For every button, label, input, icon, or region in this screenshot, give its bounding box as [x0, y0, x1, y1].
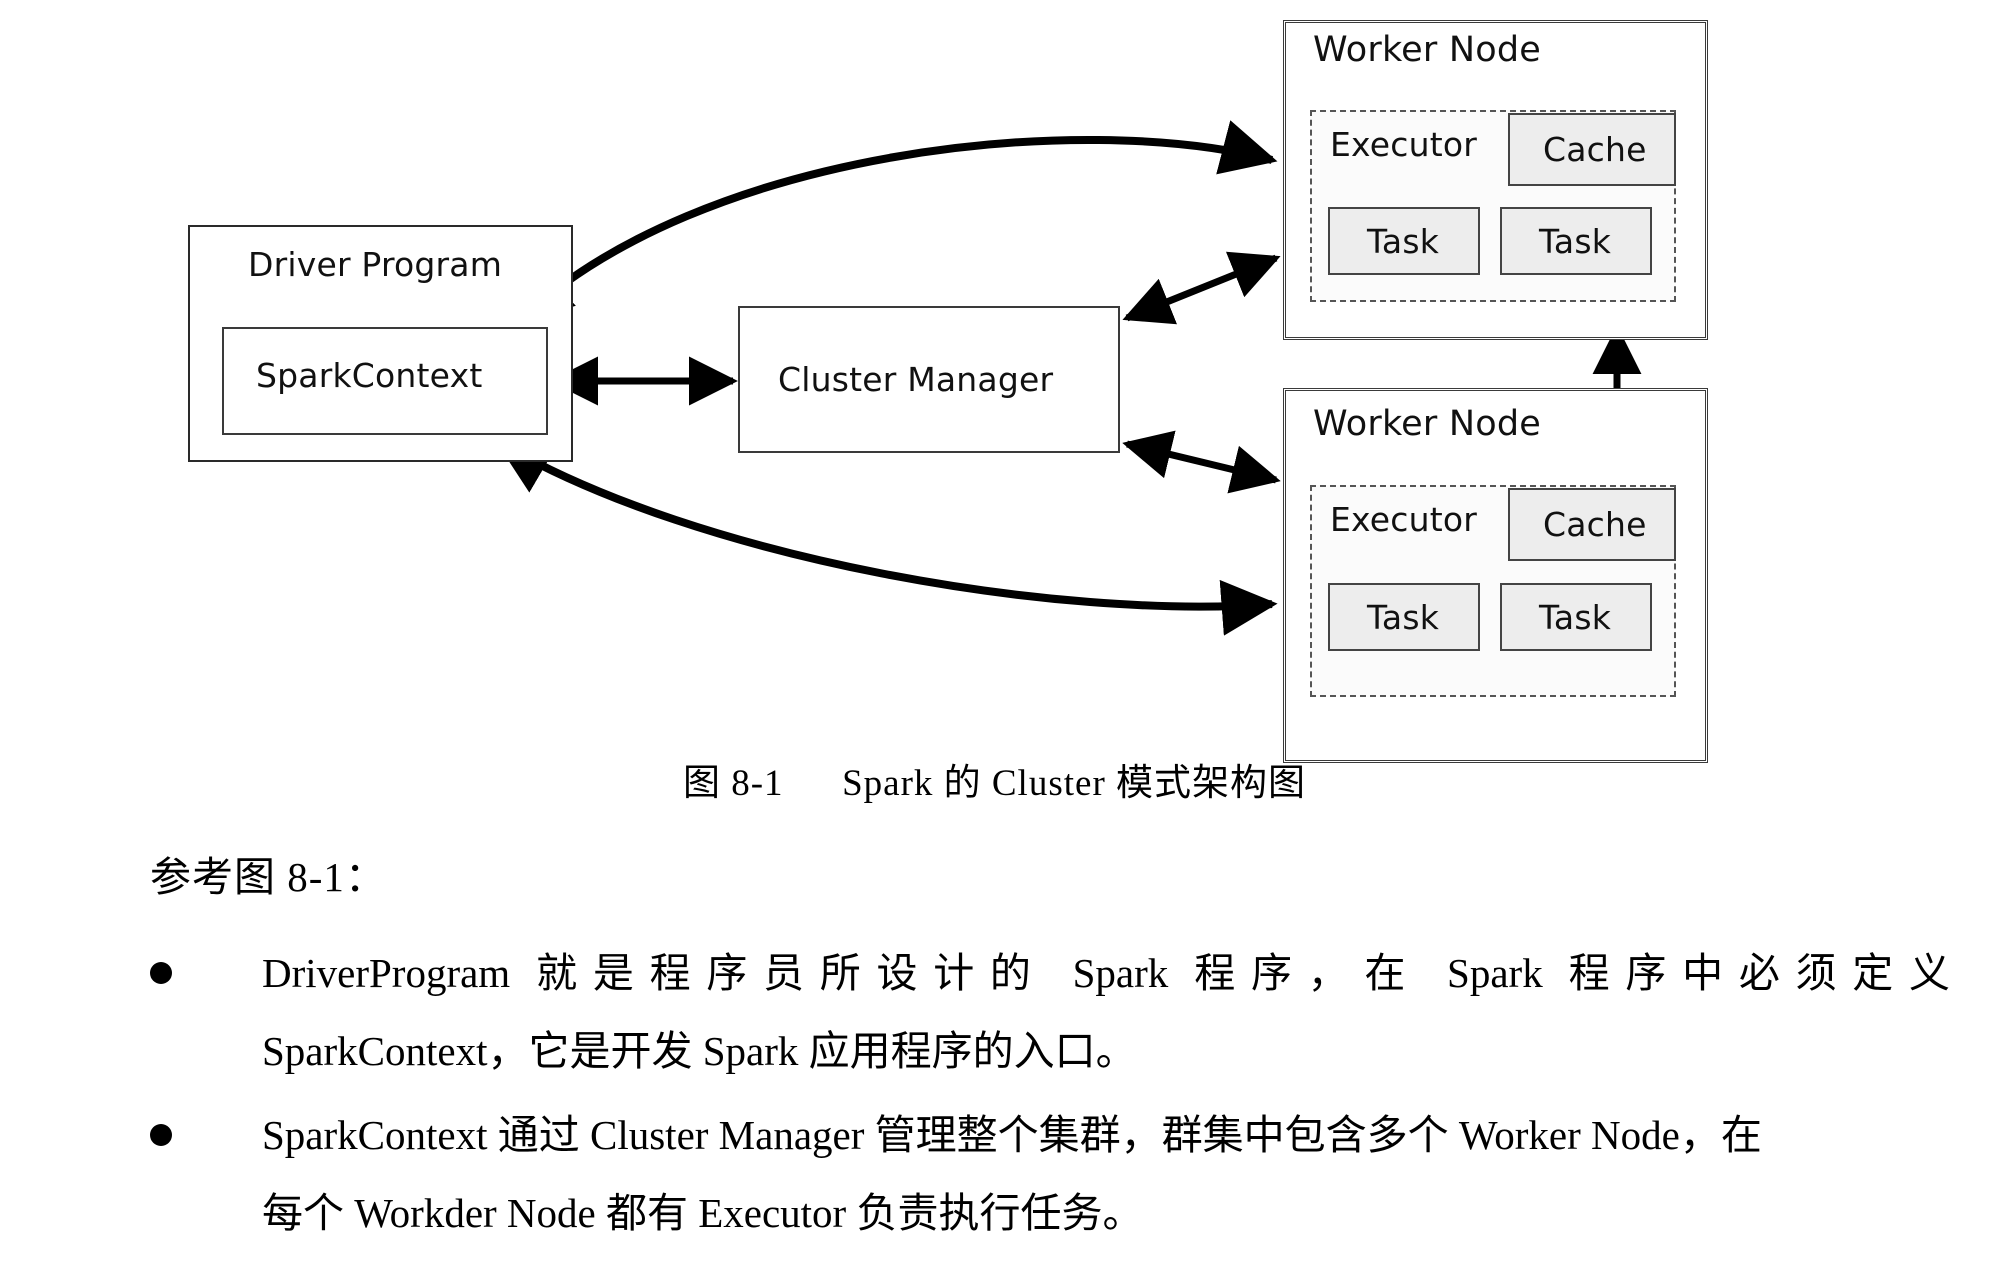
cache-box-1: [1508, 113, 1676, 186]
bullet-dot-icon: [150, 1124, 172, 1146]
bullet-dot-icon: [150, 962, 172, 984]
sparkcontext-label: SparkContext: [256, 356, 483, 395]
cache-label-1: Cache: [1543, 130, 1647, 169]
list-item: DriverProgram 就是程序员所设计的 Spark 程序，在 Spark…: [150, 934, 1950, 1090]
driver-program-label: Driver Program: [248, 245, 503, 284]
task-label-1a: Task: [1367, 222, 1440, 261]
figure-caption: 图 8-1 Spark 的 Cluster 模式架构图: [0, 752, 1989, 806]
task-box-1a: [1328, 207, 1480, 275]
task-box-1b: [1500, 207, 1652, 275]
spark-cluster-architecture-figure: Driver Program SparkContext Cluster Mana…: [188, 20, 1708, 763]
body-text: 参考图 8-1： DriverProgram 就是程序员所设计的 Spark 程…: [150, 838, 1950, 1258]
arrow-cluster-manager-worker-node-1: [1122, 251, 1281, 325]
task-label-2a: Task: [1367, 598, 1440, 637]
executor-label-1: Executor: [1330, 125, 1478, 164]
bullet-2-line-1: SparkContext 通过 Cluster Manager 管理整个集群，群…: [262, 1112, 1762, 1158]
task-box-2a: [1328, 583, 1480, 651]
arrow-sparkcontext-worker-node-1: [515, 120, 1278, 324]
task-label-1b: Task: [1539, 222, 1612, 261]
figure-caption-text: Spark 的 Cluster 模式架构图: [842, 763, 1307, 804]
bullet-1-line-2: SparkContext，它是开发 Spark 应用程序的入口。: [262, 1028, 1137, 1074]
arrow-cluster-manager-worker-node-2: [1122, 430, 1281, 494]
arrow-sparkcontext-worker-node-2: [495, 439, 1278, 636]
cluster-manager-box: [738, 306, 1120, 453]
figure-caption-number: 图 8-1: [682, 763, 784, 804]
bullet-2-line-2: 每个 Workder Node 都有 Executor 负责执行任务。: [262, 1190, 1144, 1236]
worker-node-label-2: Worker Node: [1313, 404, 1541, 444]
task-box-2b: [1500, 583, 1652, 651]
intro-line: 参考图 8-1：: [150, 854, 387, 900]
task-label-2b: Task: [1539, 598, 1612, 637]
sparkcontext-box: [222, 327, 548, 435]
cluster-manager-label: Cluster Manager: [778, 360, 1054, 399]
bullet-1-line-1: DriverProgram 就是程序员所设计的 Spark 程序，在 Spark…: [262, 950, 1950, 996]
list-item: SparkContext 通过 Cluster Manager 管理整个集群，群…: [150, 1096, 1950, 1252]
executor-label-2: Executor: [1330, 500, 1478, 539]
worker-node-label-1: Worker Node: [1313, 30, 1541, 70]
cache-label-2: Cache: [1543, 505, 1647, 544]
cache-box-2: [1508, 488, 1676, 561]
